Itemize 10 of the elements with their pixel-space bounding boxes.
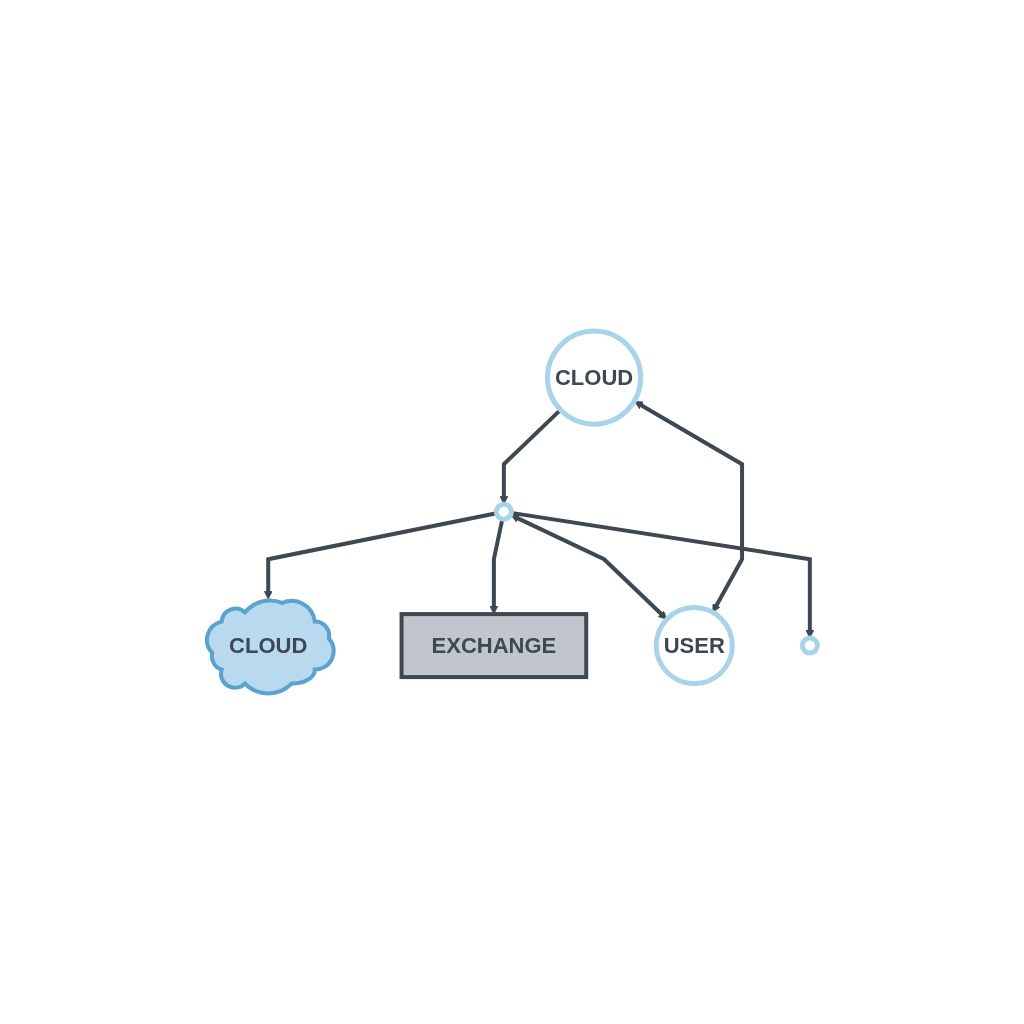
node-circle (493, 501, 514, 522)
arrow (499, 408, 562, 505)
arrow (263, 511, 497, 600)
node-box: EXCHANGE (399, 611, 589, 679)
arrow (634, 400, 744, 613)
arrow (510, 514, 667, 620)
node-circle (799, 635, 820, 656)
node-circle: CLOUD (544, 328, 643, 427)
node-circle: USER (653, 604, 735, 686)
arrow (510, 510, 815, 639)
